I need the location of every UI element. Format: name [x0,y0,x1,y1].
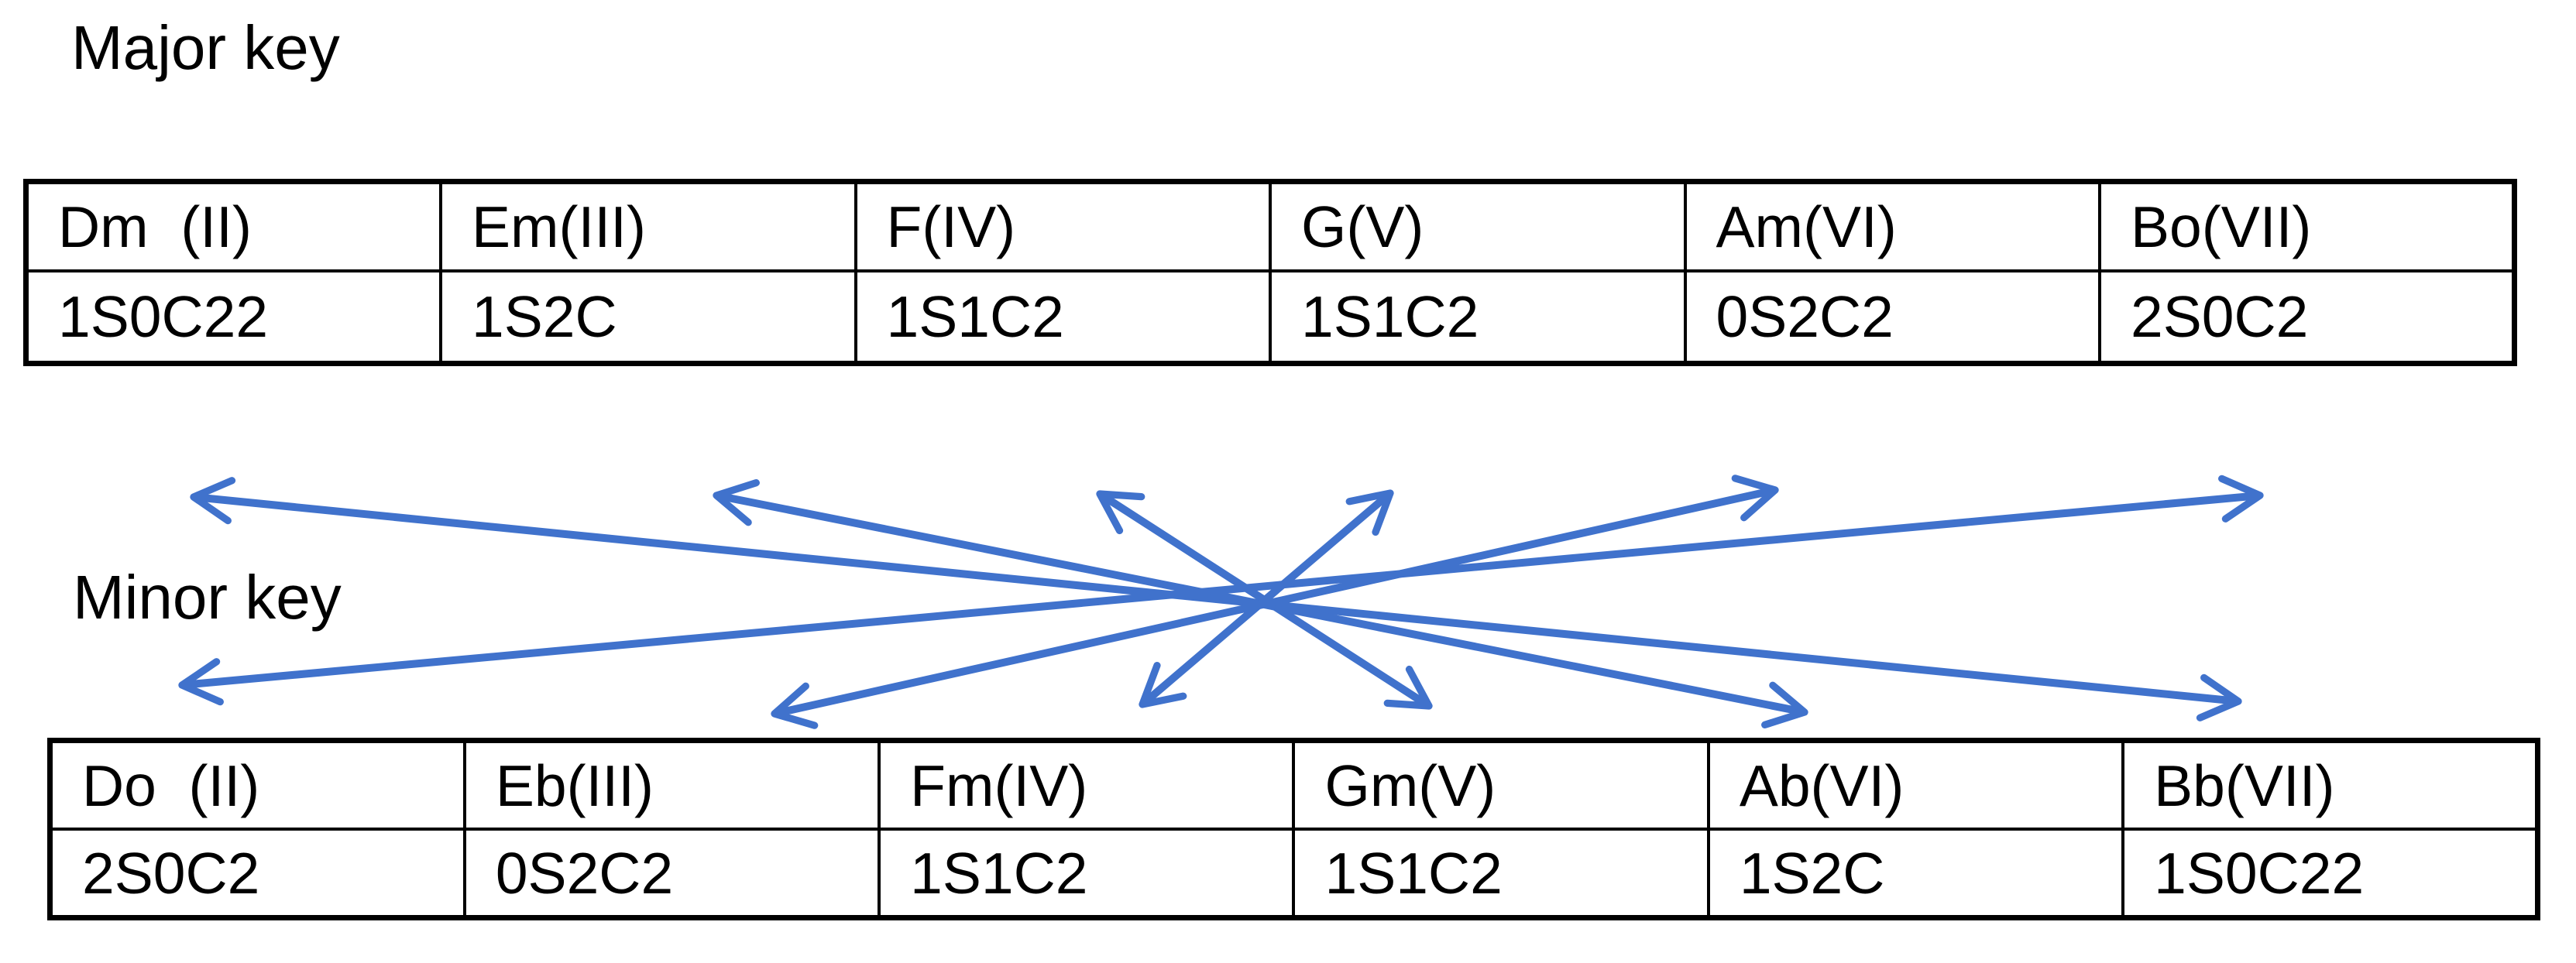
major-chord-code-row: 1S0C22 1S2C 1S1C2 1S1C2 0S2C2 2S0C2 [24,269,2516,365]
minor-chord-code-cell: 1S1C2 [878,828,1296,920]
major-chord-code-cell: 1S0C22 [24,269,442,365]
minor-chord-code-cell: 1S0C22 [2121,828,2540,920]
major-chord-name-cell: F(IV) [854,180,1272,272]
minor-chord-name-cell: Eb(III) [462,739,881,831]
major-key-table: Dm (II) Em(III) F(IV) G(V) Am(VI) Bo(VII… [23,179,2517,366]
major-chord-name-cell: Am(VI) [1683,180,2101,272]
major-chord-name-cell: G(V) [1269,180,1687,272]
relationship-arrow [178,475,2264,706]
major-chord-code-cell: 1S2C [439,269,857,365]
major-chord-code-cell: 1S1C2 [1269,269,1687,365]
major-chord-code-cell: 0S2C2 [1683,269,2101,365]
minor-chord-code-cell: 1S1C2 [1292,828,1710,920]
minor-chord-name-row: Do (II) Eb(III) Fm(IV) Gm(V) Ab(VI) Bb(V… [48,739,2540,831]
relationship-arrow [1096,490,1433,710]
minor-chord-name-cell: Gm(V) [1292,739,1710,831]
minor-chord-name-cell: Ab(VI) [1706,739,2125,831]
relationship-arrow [771,475,1779,729]
major-chord-name-cell: Bo(VII) [2098,180,2516,272]
major-chord-code-cell: 2S0C2 [2098,269,2516,365]
major-chord-name-row: Dm (II) Em(III) F(IV) G(V) Am(VI) Bo(VII… [24,180,2516,272]
relationship-arrow [1139,489,1394,708]
minor-chord-name-cell: Do (II) [48,739,466,831]
relationship-arrow [190,477,2242,721]
major-chord-code-cell: 1S1C2 [854,269,1272,365]
minor-chord-code-cell: 1S2C [1706,828,2125,920]
major-key-label: Major key [71,13,340,82]
major-chord-name-cell: Em(III) [439,180,857,272]
minor-chord-name-cell: Fm(IV) [878,739,1296,831]
minor-chord-name-cell: Bb(VII) [2121,739,2540,831]
relationship-arrow [713,479,1808,728]
minor-chord-code-cell: 2S0C2 [48,828,466,920]
minor-chord-code-cell: 0S2C2 [462,828,881,920]
minor-key-table: Do (II) Eb(III) Fm(IV) Gm(V) Ab(VI) Bb(V… [47,738,2540,920]
minor-key-label: Minor key [73,563,342,632]
major-chord-name-cell: Dm (II) [24,180,442,272]
minor-chord-code-row: 2S0C2 0S2C2 1S1C2 1S1C2 1S2C 1S0C22 [48,828,2540,920]
